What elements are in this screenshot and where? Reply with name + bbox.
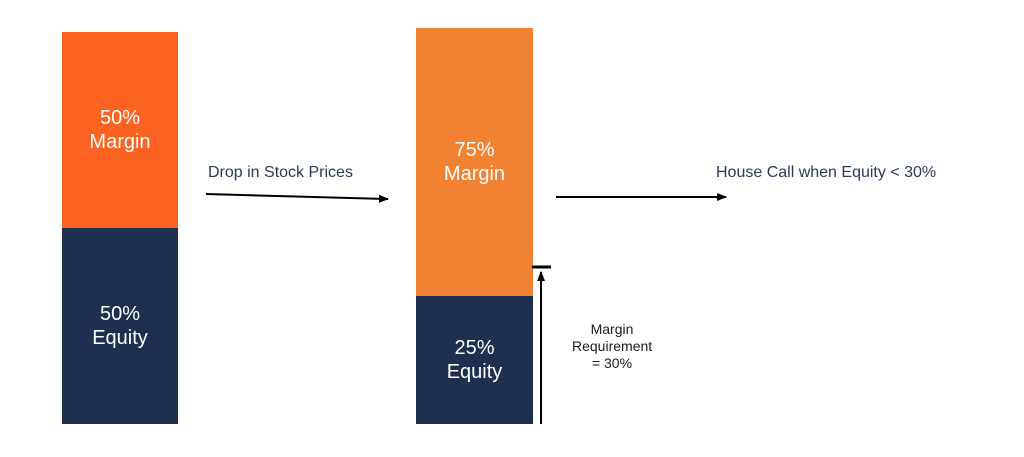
bar-after-margin-segment: 75% Margin bbox=[416, 28, 533, 296]
transition-label: Drop in Stock Prices bbox=[208, 164, 353, 181]
margin-requirement-label: Margin Requirement = 30% bbox=[572, 321, 652, 371]
bar-before-margin-segment: 50% Margin bbox=[62, 32, 178, 228]
bar-after-equity-percent: 25% bbox=[454, 337, 495, 359]
margin-requirement-line2: Requirement bbox=[572, 337, 653, 354]
bar-before-equity-percent: 50% bbox=[99, 303, 141, 325]
margin-requirement-line3: = 30% bbox=[591, 354, 633, 371]
bar-after-margin-percent: 75% bbox=[454, 139, 495, 161]
bar-after-equity-label: Equity bbox=[446, 361, 503, 383]
margin-requirement-line1: Margin bbox=[590, 321, 634, 337]
bar-after-margin-label: Margin bbox=[443, 163, 506, 185]
bar-before-margin-percent: 50% bbox=[99, 107, 140, 129]
bar-after-equity-segment: 25% Equity bbox=[416, 296, 533, 424]
transition-arrow bbox=[205, 193, 389, 203]
bar-before-equity-label: Equity bbox=[92, 327, 148, 349]
bar-before-margin-label: Margin bbox=[89, 131, 151, 153]
bar-before-equity-segment: 50% Equity bbox=[62, 228, 178, 424]
result-label: House Call when Equity < 30% bbox=[716, 164, 937, 181]
